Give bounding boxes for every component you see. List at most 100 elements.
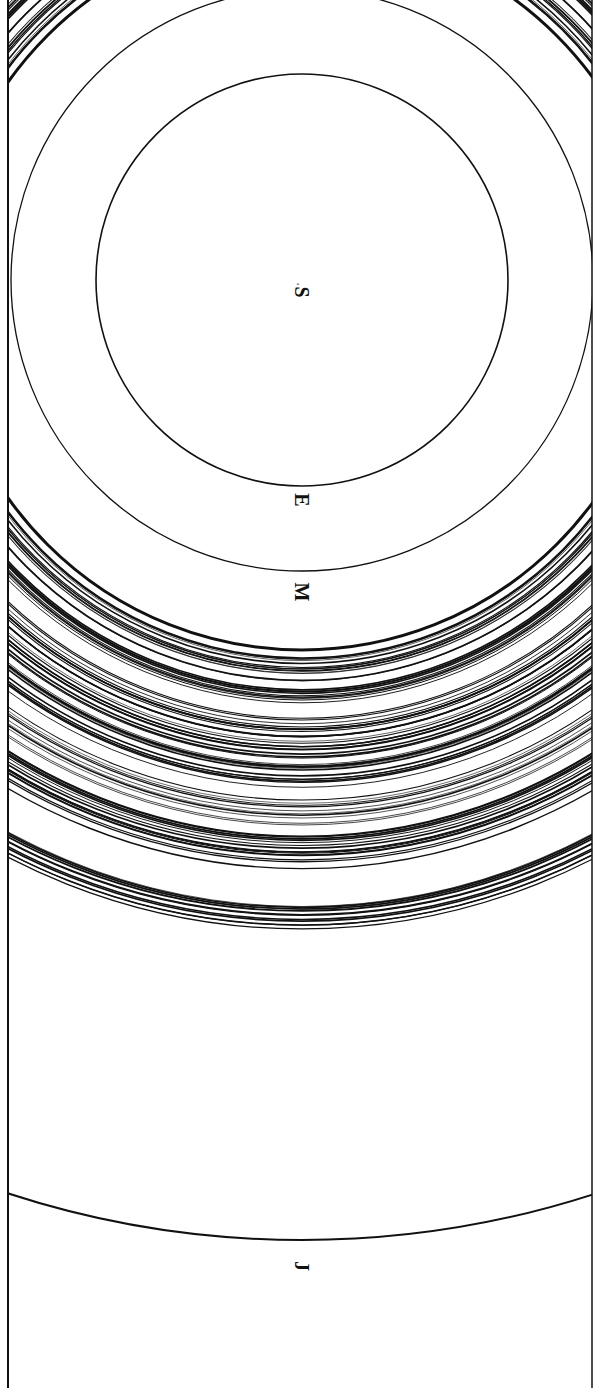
belt-ring — [8, 0, 592, 915]
belt-ring — [8, 0, 592, 732]
belt-ring — [8, 0, 592, 921]
jupiter-label: J — [291, 1259, 313, 1273]
belt-ring — [8, 0, 592, 787]
belt-ring — [8, 0, 592, 909]
belt-ring — [8, 0, 592, 671]
belt-ring — [8, 0, 592, 692]
belt-ring — [8, 0, 592, 770]
belt-ring — [8, 0, 592, 779]
belt-ring — [8, 0, 592, 758]
belt-ring — [8, 0, 592, 862]
belt-ring — [8, 0, 592, 814]
belt-ring — [8, 0, 592, 747]
belt-ring — [8, 0, 592, 782]
belt-ring — [8, 0, 592, 823]
belt-ring — [8, 0, 592, 727]
belt-ring — [8, 0, 592, 668]
belt-ring — [8, 0, 592, 855]
belt-ring — [8, 0, 592, 860]
belt-ring — [8, 0, 592, 839]
belt-ring — [8, 0, 592, 920]
belt-ring — [8, 0, 592, 661]
belt-ring — [8, 0, 592, 700]
belt-ring — [8, 0, 592, 736]
belt-ring — [8, 0, 592, 729]
belt-ring — [8, 0, 592, 836]
belt-ring — [8, 0, 592, 703]
belt-ring — [8, 0, 592, 915]
belt-ring — [8, 0, 592, 663]
belt-ring — [8, 0, 592, 855]
belt-ring — [8, 0, 592, 693]
belt-ring — [8, 0, 592, 720]
belt-ring — [8, 0, 592, 697]
belt-ring — [8, 0, 592, 658]
belt-ring — [8, 0, 592, 815]
belt-ring — [8, 0, 592, 909]
belt-ring — [8, 0, 592, 852]
belt-ring — [8, 0, 592, 729]
belt-ring — [8, 0, 592, 839]
belt-inner-edge — [8, 0, 592, 650]
earth-label: E — [291, 491, 313, 508]
belt-ring — [8, 0, 592, 925]
belt-ring — [8, 0, 592, 737]
belt-ring — [8, 0, 592, 741]
jupiter-orbit — [8, 0, 592, 1240]
belt-ring — [8, 0, 592, 659]
belt-ring — [8, 0, 592, 807]
belt-ring — [8, 0, 592, 825]
belt-ring — [8, 0, 592, 749]
belt-ring — [8, 0, 592, 757]
belt-ring — [8, 0, 592, 669]
belt-ring — [8, 0, 592, 754]
belt-ring — [8, 0, 592, 724]
mars-orbit — [11, 0, 592, 571]
belt-ring — [8, 0, 592, 698]
belt-ring — [8, 0, 592, 907]
belt-ring — [8, 0, 592, 776]
belt-ring — [8, 0, 592, 805]
belt-ring — [8, 0, 592, 869]
belt-ring — [8, 0, 592, 690]
belt-ring — [8, 0, 592, 803]
belt-ring — [8, 0, 592, 749]
belt-ring — [8, 0, 592, 750]
belt-ring — [8, 0, 592, 659]
belt-ring — [8, 0, 592, 779]
belt-ring — [8, 0, 592, 743]
border-line — [7, 0, 9, 1388]
belt-ring — [8, 0, 592, 929]
belt-ring — [8, 0, 592, 837]
belt-ring — [8, 0, 592, 818]
belt-ring — [8, 0, 592, 907]
belt-ring — [8, 0, 592, 691]
belt-ring — [8, 0, 592, 846]
belt-ring — [8, 0, 592, 852]
belt-ring — [8, 0, 592, 848]
belt-ring — [8, 0, 592, 673]
belt-ring — [8, 0, 592, 736]
asteroid-belt — [8, 0, 592, 929]
belt-ring — [8, 0, 592, 911]
belt-ring — [8, 0, 592, 765]
belt-ring — [8, 0, 592, 925]
sun-label: S — [291, 284, 313, 299]
belt-ring — [8, 0, 592, 800]
belt-ring — [8, 0, 592, 729]
belt-ring — [8, 0, 592, 737]
belt-ring — [8, 0, 592, 681]
belt-ring — [8, 0, 592, 767]
belt-ring — [8, 0, 592, 696]
belt-ring — [8, 0, 592, 680]
belt-ring — [8, 0, 592, 747]
belt-ring — [8, 0, 592, 766]
belt-ring — [8, 0, 592, 669]
belt-ring — [8, 0, 592, 853]
belt-ring — [8, 0, 592, 718]
belt-ring — [8, 0, 592, 781]
belt-ring — [8, 0, 592, 766]
belt-ring — [8, 0, 592, 698]
belt-ring — [8, 0, 592, 840]
